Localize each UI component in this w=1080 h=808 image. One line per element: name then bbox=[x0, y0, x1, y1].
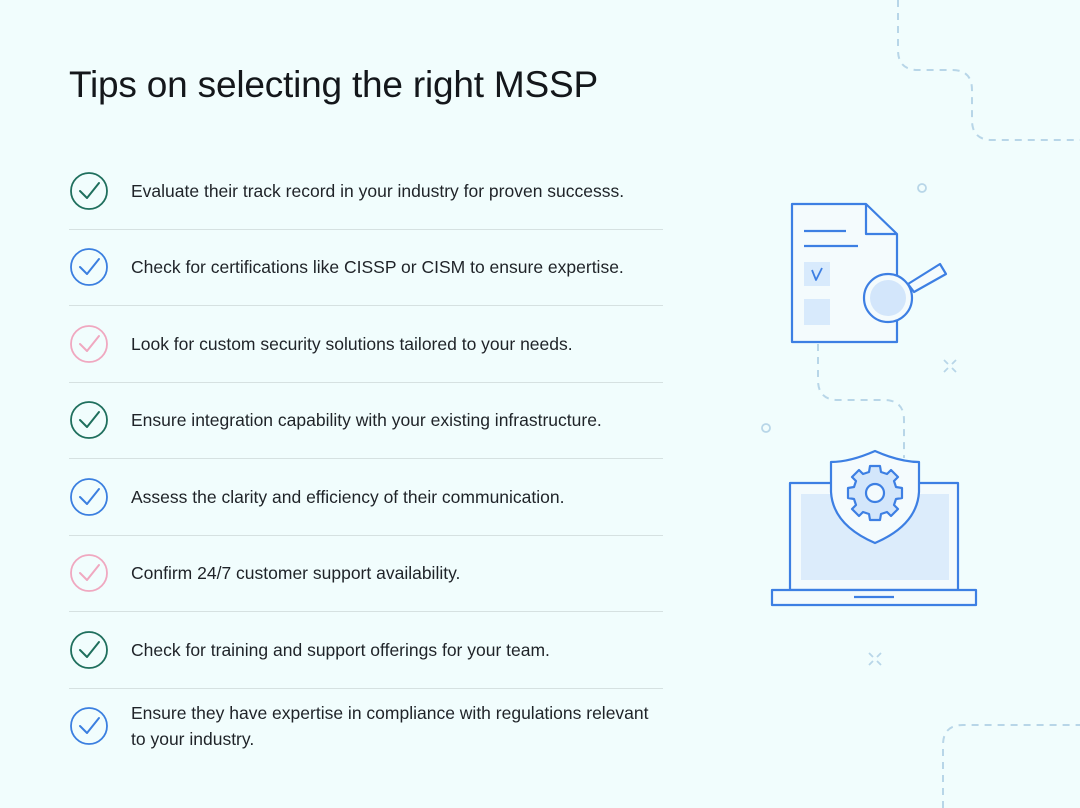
check-circle-icon bbox=[70, 324, 108, 363]
list-item: Confirm 24/7 customer support availabili… bbox=[69, 536, 663, 612]
check-circle-icon bbox=[70, 401, 108, 440]
list-item: Assess the clarity and efficiency of the… bbox=[69, 459, 663, 536]
gear-icon bbox=[846, 464, 904, 522]
list-item: Ensure integration capability with your … bbox=[69, 383, 663, 459]
tip-text: Evaluate their track record in your indu… bbox=[131, 180, 625, 201]
document-search-icon bbox=[790, 202, 948, 344]
list-item: Ensure they have expertise in compliance… bbox=[69, 689, 663, 765]
check-circle-icon bbox=[70, 477, 108, 516]
tip-text: Look for custom security solutions tailo… bbox=[131, 333, 573, 354]
tips-list: Evaluate their track record in your indu… bbox=[69, 153, 663, 764]
list-item: Look for custom security solutions tailo… bbox=[69, 306, 663, 383]
tip-text: Ensure they have expertise in compliance… bbox=[131, 703, 649, 750]
tip-text: Check for training and support offerings… bbox=[131, 639, 550, 660]
check-circle-icon bbox=[70, 630, 108, 669]
laptop-shield-gear-icon bbox=[770, 449, 978, 607]
tip-text: Assess the clarity and efficiency of the… bbox=[131, 486, 565, 507]
tip-text: Check for certifications like CISSP or C… bbox=[131, 257, 624, 278]
check-circle-icon bbox=[70, 554, 108, 593]
background-dashed-lines bbox=[897, 0, 1080, 808]
list-item: Evaluate their track record in your indu… bbox=[69, 153, 663, 230]
connector-dashed-line bbox=[817, 344, 905, 458]
page-title: Tips on selecting the right MSSP bbox=[69, 64, 598, 105]
tip-text: Confirm 24/7 customer support availabili… bbox=[131, 563, 461, 584]
sparkle-decorations bbox=[761, 183, 957, 666]
tip-text: Ensure integration capability with your … bbox=[131, 410, 602, 431]
list-item: Check for certifications like CISSP or C… bbox=[69, 230, 663, 306]
check-circle-icon bbox=[70, 707, 108, 746]
list-item: Check for training and support offerings… bbox=[69, 612, 663, 689]
check-circle-icon bbox=[70, 171, 108, 210]
check-circle-icon bbox=[70, 248, 108, 287]
